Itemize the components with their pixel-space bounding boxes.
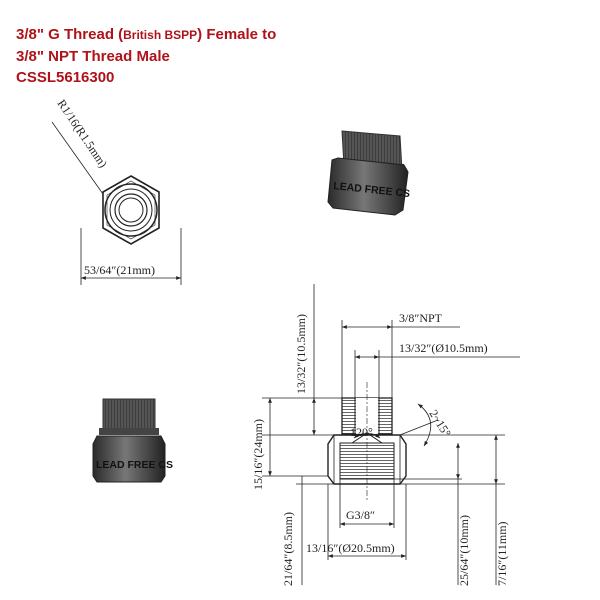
- chamfer-ref-line: [399, 419, 439, 436]
- title-line-2: 3/8" NPT Thread Male: [16, 48, 170, 65]
- outer-thread-circle: [104, 183, 158, 237]
- chamfer-angle-arc: [417, 403, 432, 447]
- title-line-1-b: British BSPP: [123, 28, 198, 42]
- side-photo-thread: [102, 398, 156, 432]
- top-view: R1/16(R1.5mm) 53/64″(21mm): [51, 97, 182, 285]
- title-line-1: 3/8" G Thread (British BSPP) Female to: [16, 24, 276, 46]
- npt-diameter-label: 13/32″(Ø10.5mm): [399, 341, 488, 355]
- bore-circle-inner: [118, 197, 144, 223]
- female-depth-label: 25/64″(10mm): [457, 515, 471, 586]
- product-photo-angled: LEAD FREE CS: [327, 130, 411, 216]
- title-line-1-a: 3/8" G Thread (: [16, 26, 124, 43]
- title-line-3: CSSL5616300: [16, 69, 115, 86]
- thread-root-circle: [109, 188, 153, 232]
- product-title: 3/8" G Thread (British BSPP) Female to 3…: [16, 24, 276, 88]
- hex-height-label: 21/64″(8.5mm): [281, 512, 295, 586]
- npt-label: 3/8″NPT: [399, 311, 443, 325]
- overall-height-label: 15/16″(24mm): [251, 419, 265, 490]
- side-photo-marking: LEAD FREE CS: [96, 459, 173, 471]
- hex-outline: [102, 175, 160, 245]
- side-photo-hex-body: [92, 435, 166, 483]
- hex-inner-outline: [106, 180, 156, 240]
- body-diameter-label: 13/16″(Ø20.5mm): [306, 541, 395, 555]
- product-photo-side: LEAD FREE CS: [92, 398, 173, 483]
- side-photo-collar: [99, 428, 159, 435]
- title-line-1-c: ) Female to: [197, 26, 277, 43]
- g-thread-body: [339, 442, 395, 480]
- female-thread-label: G3/8″: [346, 508, 375, 522]
- bore-angle-label: 120°: [350, 425, 373, 439]
- bore-circle-outer: [114, 193, 148, 227]
- photo-hex-body: [327, 157, 409, 216]
- hex-width-label: 53/64″(21mm): [84, 263, 155, 277]
- npt-length-label: 13/32″(10.5mm): [294, 314, 308, 394]
- bore-angle-arc: [353, 432, 381, 439]
- side-section-drawing: 3/8″NPT 13/32″(Ø10.5mm) 13/32″(10.5mm) 1…: [251, 284, 520, 586]
- thread-note-label: R1/16(R1.5mm): [55, 97, 111, 170]
- thread-note-leader: [51, 121, 104, 195]
- lower-height-label: 7/16″(11mm): [495, 521, 509, 586]
